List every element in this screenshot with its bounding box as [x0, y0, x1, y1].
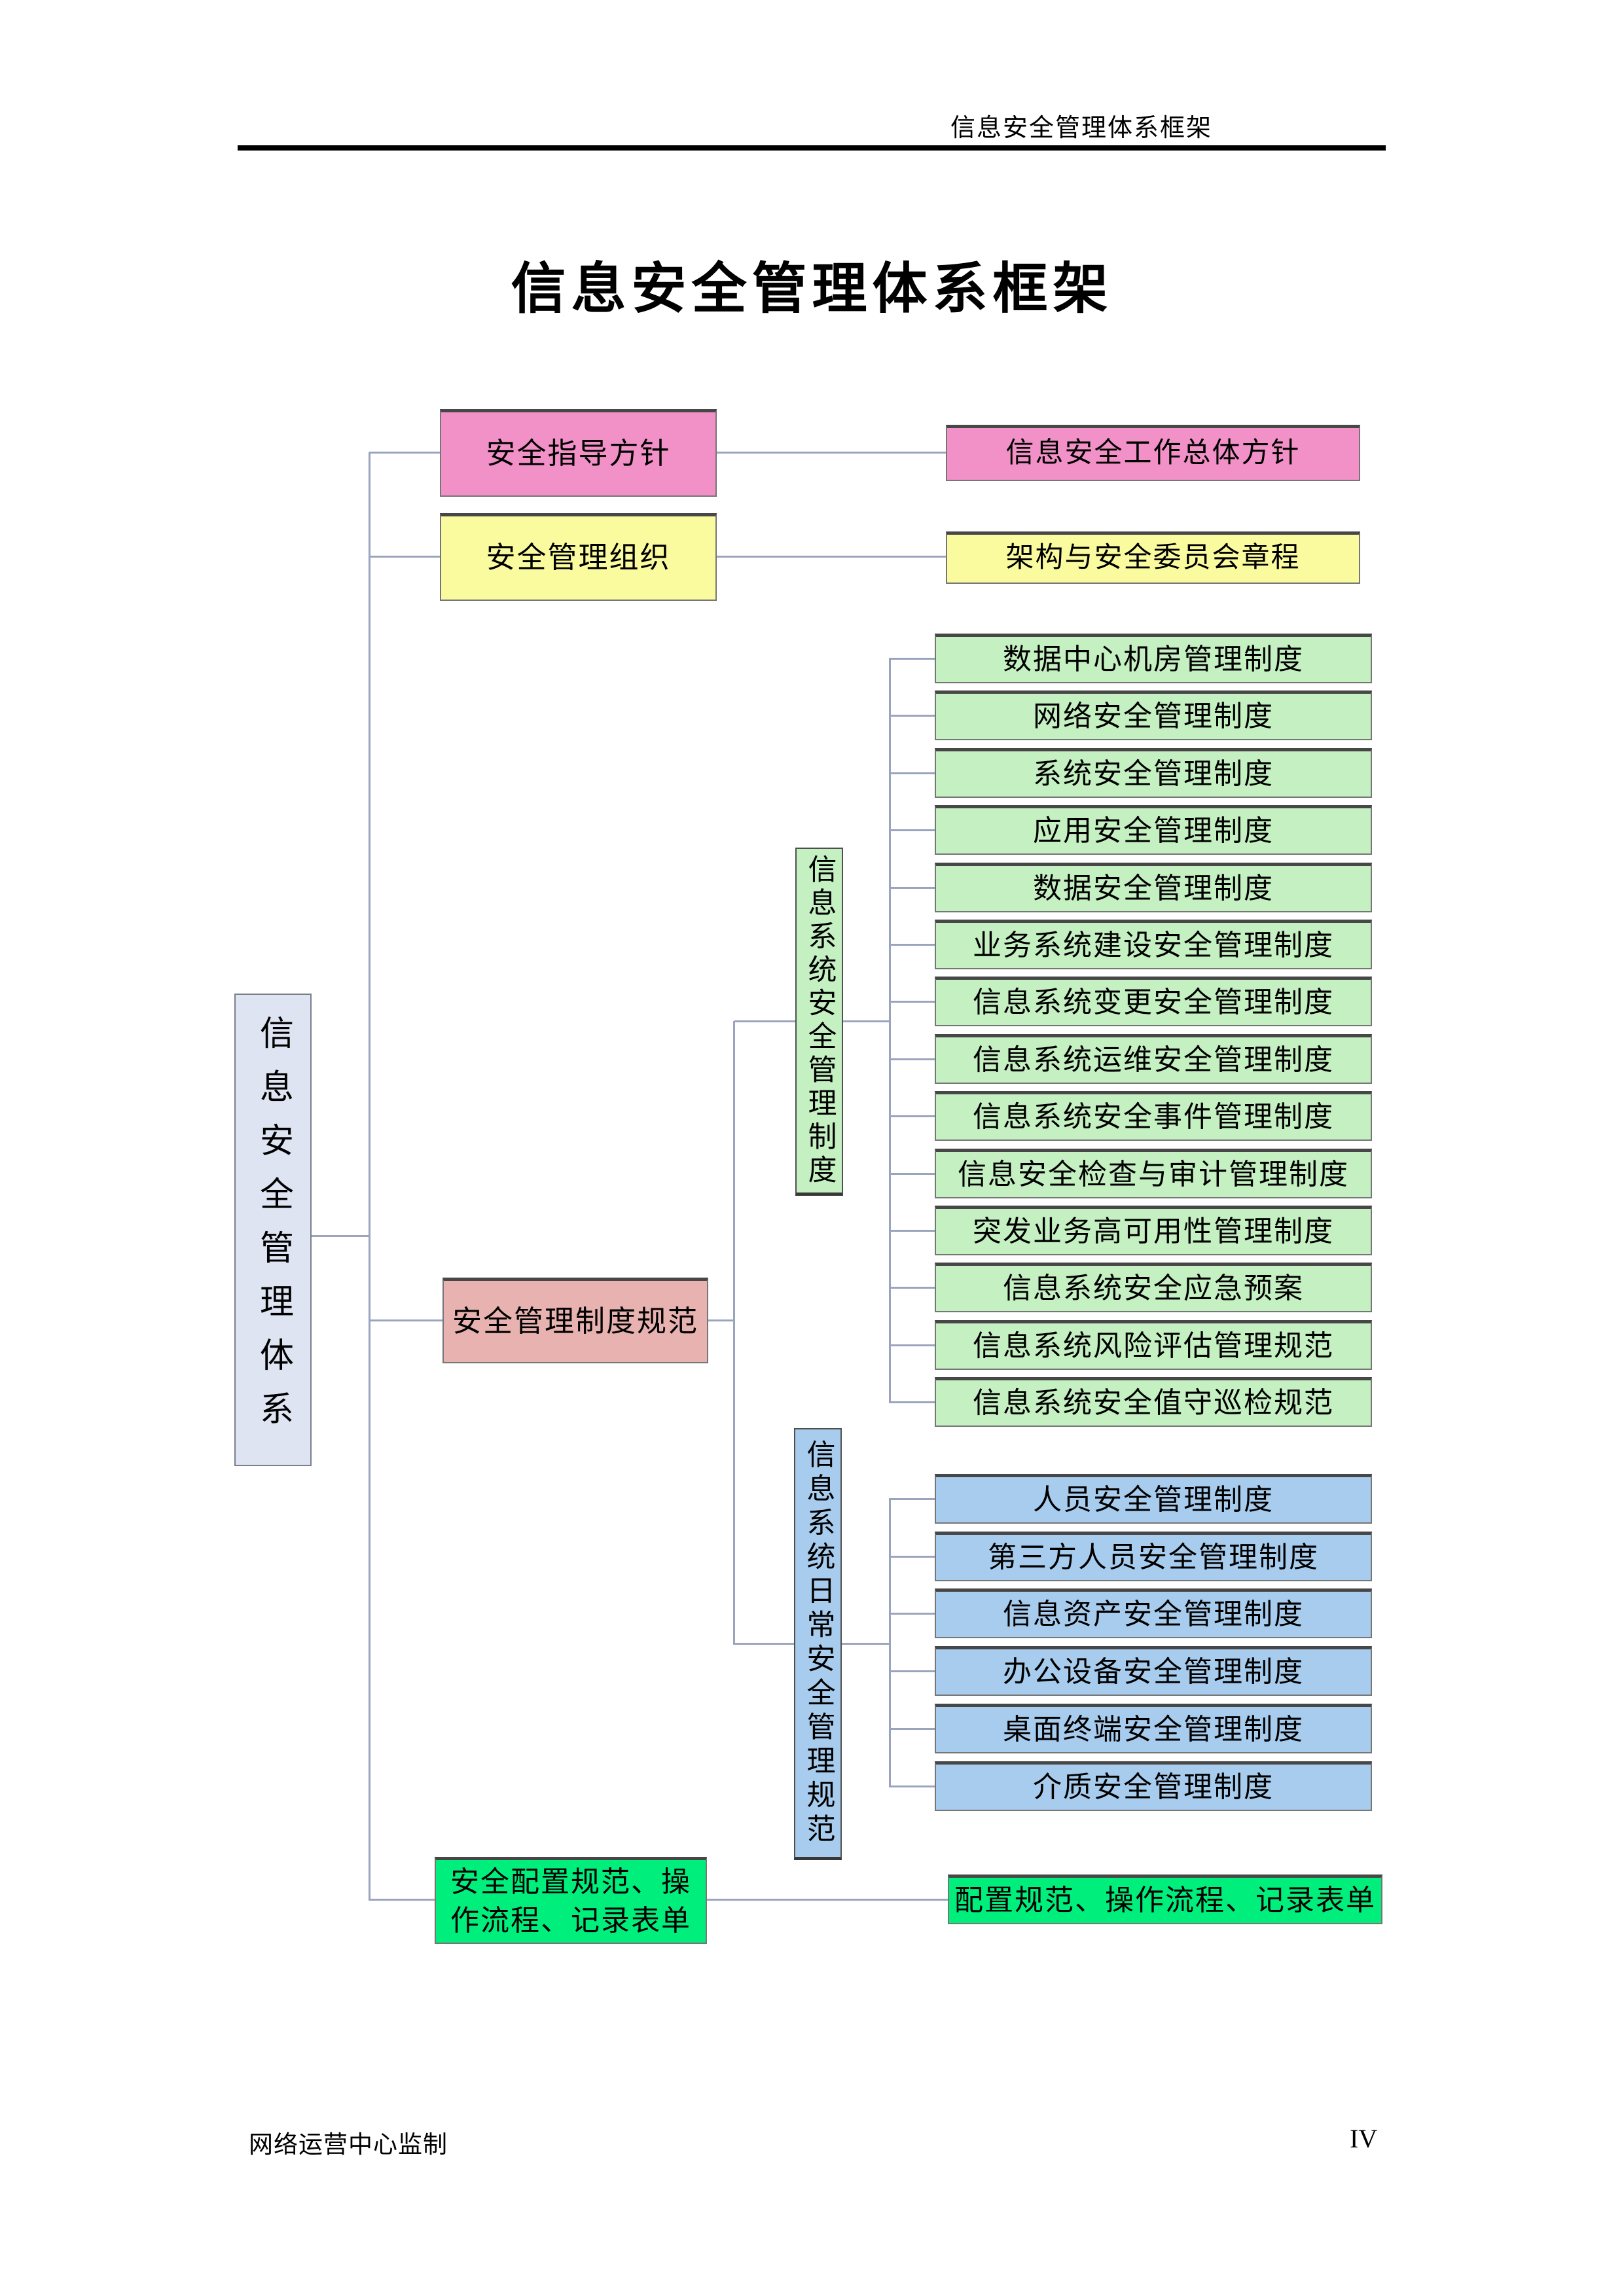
blue-policy-box: 第三方人员安全管理制度 [935, 1532, 1372, 1581]
branch-connector [889, 658, 935, 660]
blue-policy-box: 信息资产安全管理制度 [935, 1588, 1372, 1638]
green-policy-box: 网络安全管理制度 [935, 691, 1372, 740]
branch-connector [889, 715, 935, 717]
row4-left-connector [369, 1899, 435, 1901]
branch-connector [889, 887, 935, 889]
branch-connector [889, 1613, 935, 1615]
branch-connector [889, 1230, 935, 1232]
main-trunk-line [369, 452, 370, 1901]
green-policy-box: 信息系统安全应急预案 [935, 1263, 1372, 1312]
row2-right-connector [717, 556, 946, 558]
blue-label-right-connector [842, 1643, 889, 1645]
node-security-management-system-standards: 安全管理制度规范 [442, 1278, 708, 1363]
green-trunk-line [889, 658, 891, 1402]
label-information-system-daily-security-management-standards: 信息系统日常安全管理规范 [794, 1428, 842, 1860]
branch-connector [889, 1344, 935, 1346]
blue-policy-box: 桌面终端安全管理制度 [935, 1704, 1372, 1753]
green-policy-box: 信息系统安全事件管理制度 [935, 1091, 1372, 1141]
branch-connector [889, 1058, 935, 1060]
branch-connector [889, 1785, 935, 1787]
node-architecture-security-committee-charter: 架构与安全委员会章程 [946, 531, 1360, 584]
green-policy-box: 信息安全检查与审计管理制度 [935, 1149, 1372, 1198]
node-config-standards-procedures-forms: 配置规范、操作流程、记录表单 [948, 1874, 1382, 1924]
page-number: IV [1350, 2124, 1378, 2153]
branch-connector [889, 1287, 935, 1289]
node-security-guiding-policy: 安全指导方针 [440, 409, 717, 497]
row4-right-connector [707, 1899, 948, 1901]
green-policy-box: 信息系统安全值守巡检规范 [935, 1377, 1372, 1427]
branch-connector [889, 1001, 935, 1003]
branch-connector [889, 1556, 935, 1558]
footer-issuer-text: 网络运营中心监制 [249, 2132, 448, 2159]
blue-policy-box: 人员安全管理制度 [935, 1474, 1372, 1524]
branch-connector [889, 1173, 935, 1175]
branch-connector [889, 1498, 935, 1500]
green-label-right-connector [843, 1020, 890, 1022]
branch-connector [889, 944, 935, 946]
page-header-text: 信息安全管理体系框架 [950, 115, 1213, 142]
page-title: 信息安全管理体系框架 [511, 259, 1113, 320]
row2-left-connector [369, 556, 440, 558]
row1-left-connector [369, 452, 440, 454]
blue-label-left-connector [734, 1643, 794, 1645]
green-policy-box: 应用安全管理制度 [935, 805, 1372, 855]
green-policy-box: 业务系统建设安全管理制度 [935, 920, 1372, 969]
node-security-management-organization: 安全管理组织 [440, 513, 717, 601]
branch-connector [889, 1115, 935, 1117]
green-label-left-connector [734, 1020, 795, 1022]
node-overall-infosec-work-policy: 信息安全工作总体方针 [946, 425, 1360, 481]
green-policy-box: 数据安全管理制度 [935, 863, 1372, 912]
branch-connector [889, 1401, 935, 1403]
node-security-config-standards-procedures-forms: 安全配置规范、操作流程、记录表单 [435, 1857, 707, 1944]
branch-connector [889, 829, 935, 831]
root-node-information-security-management-system: 信息安全管理体系 [234, 994, 312, 1466]
subtree-vertical-connector [733, 1021, 735, 1645]
label-information-system-security-management-systems: 信息系统安全管理制度 [795, 848, 843, 1196]
header-rule [238, 145, 1386, 151]
green-policy-box: 信息系统变更安全管理制度 [935, 977, 1372, 1026]
row1-right-connector [717, 452, 946, 454]
blue-policy-box: 办公设备安全管理制度 [935, 1646, 1372, 1696]
green-policy-box: 突发业务高可用性管理制度 [935, 1206, 1372, 1255]
green-policy-box: 信息系统运维安全管理制度 [935, 1034, 1372, 1084]
green-policy-box: 信息系统风险评估管理规范 [935, 1320, 1372, 1370]
green-policy-box: 系统安全管理制度 [935, 748, 1372, 798]
green-policy-box: 数据中心机房管理制度 [935, 634, 1372, 683]
blue-policy-box: 介质安全管理制度 [935, 1761, 1372, 1811]
branch-connector [889, 1728, 935, 1730]
branch-connector [889, 772, 935, 774]
root-connector [312, 1235, 369, 1237]
row3-right-connector [708, 1319, 735, 1321]
branch-connector [889, 1670, 935, 1672]
row3-left-connector [369, 1319, 442, 1321]
blue-trunk-line [889, 1499, 891, 1786]
